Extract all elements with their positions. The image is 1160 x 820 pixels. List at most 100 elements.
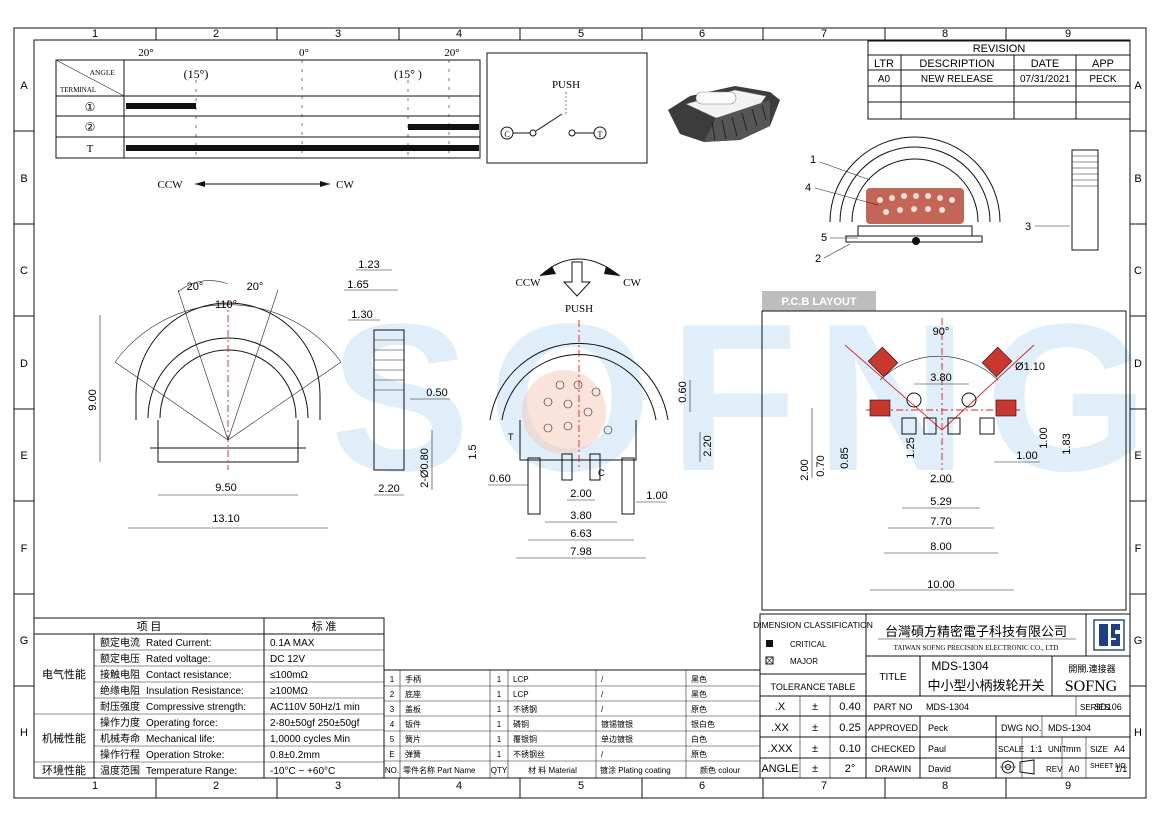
spec-value: ≥100MΩ (270, 686, 309, 697)
part-no-label: PART NO (873, 702, 912, 712)
part-material: 磷铜 (513, 719, 529, 729)
push-cw: CW (623, 277, 641, 289)
part-name: 盖板 (405, 704, 421, 714)
front-inner-width: 9.50 (215, 482, 236, 494)
pcb-dim-1-00: 1.00 (1016, 450, 1037, 462)
part-plating: / (601, 705, 604, 714)
row-g: G (20, 635, 29, 647)
push-dim-1-00: 1.00 (646, 490, 667, 502)
part-material: 不锈钢丝 (513, 749, 545, 759)
spec-header-standard: 标 准 (312, 619, 337, 633)
spec-group-environment: 环境性能 (42, 763, 86, 777)
part-colour: 白色 (691, 734, 707, 744)
dwg-label: DWG NO. (1001, 723, 1042, 733)
col-9-bottom: 9 (1065, 780, 1071, 792)
tol-x: .X (775, 701, 786, 713)
push-term-t: T (508, 432, 514, 442)
callout-5: 5 (821, 232, 827, 244)
col-9: 9 (1065, 28, 1071, 40)
parts-footer-qty: QTY (491, 766, 508, 775)
spec-group-electrical: 电气性能 (42, 667, 86, 681)
pcb-hole: Ø1.10 (1015, 361, 1045, 373)
side-dim-1-65: 1.65 (347, 279, 368, 291)
tol-pm: ± (812, 743, 818, 755)
spec-cn: 操作行程 (100, 748, 140, 761)
parts-footer-name: 零件名称 Part Name (403, 765, 476, 775)
sheet-value: 1/1 (1115, 764, 1128, 774)
approved-name: Peck (928, 723, 949, 733)
scale-value: 1:1 (1030, 744, 1043, 754)
push-view: CCW CW PUSH C T 0.60 2.20 1.5 0.60 2.00 … (467, 258, 714, 559)
tol-pm: ± (812, 722, 818, 734)
part-colour: 原色 (691, 704, 707, 714)
direction-ccw: CCW (157, 179, 183, 191)
front-total-width: 13.10 (212, 513, 240, 525)
part-plating: / (601, 690, 604, 699)
model-number: MDS-1304 (931, 659, 989, 673)
row-f: F (21, 543, 28, 555)
pcb-dim-0-70: 0.70 (815, 455, 827, 476)
col-3-bottom: 3 (335, 780, 341, 792)
col-5-bottom: 5 (578, 780, 584, 792)
spec-en: Rated voltage: (146, 654, 211, 665)
front-angle-right: 20° (247, 281, 264, 293)
push-dim-0-60-v: 0.60 (677, 381, 689, 402)
series-label: SERIES (1080, 703, 1109, 712)
col-2-bottom: 2 (213, 780, 219, 792)
parts-footer-no: NO. (385, 766, 399, 775)
part-colour: 黑色 (691, 689, 707, 699)
revision-header-ltr: LTR (874, 58, 894, 70)
company-name-en: TAIWAN SOFNG PRECISION ELECTRONIC CO., L… (894, 644, 1059, 652)
product-name-cn: 中小型小柄拨轮开关 (927, 678, 1044, 693)
col-4: 4 (456, 28, 462, 40)
row-a-right: A (1134, 80, 1142, 92)
parts-footer-material: 材 料 Material (528, 765, 577, 775)
row-c: C (20, 265, 28, 277)
revision-title: REVISION (973, 43, 1026, 55)
part-no: E (389, 750, 394, 759)
push-dim-2-00: 2.00 (570, 488, 591, 500)
spec-en: Operation Stroke: (146, 750, 224, 761)
major-symbol (765, 656, 774, 665)
side-dim-0-50: 0.50 (426, 387, 447, 399)
part-qty: 1 (497, 750, 502, 759)
push-label: PUSH (565, 303, 593, 315)
callout-2: 2 (815, 253, 821, 265)
direction-cw: CW (336, 179, 354, 191)
schematic-term-t: T (598, 130, 603, 139)
tol-angle-val: 2° (845, 763, 856, 775)
column-numbers-bottom: 1 2 3 4 5 6 7 8 9 (92, 780, 1071, 792)
angle-chart: ANGLE TERMINAL 20° 0° 20° (15°) (15° ) ①… (55, 47, 481, 191)
front-angle-total: 110° (215, 299, 237, 311)
spec-cn: 耐压强度 (100, 700, 140, 713)
col-6: 6 (699, 28, 705, 40)
drawn-name: David (928, 764, 951, 774)
side-view: 1.23 1.65 1.30 0.50 2-Ø0.80 2.20 (344, 259, 450, 496)
push-dim-1-5: 1.5 (467, 444, 479, 459)
col-7: 7 (821, 28, 827, 40)
side-dim-1-30: 1.30 (351, 309, 372, 321)
front-height: 9.00 (87, 389, 99, 410)
spec-table: 项 目 标 准 电气性能 机械性能 环境性能 额定电流 Rated Curren… (33, 617, 385, 779)
terminal-t-bar (126, 145, 479, 151)
company-name-cn: 台灣碩方精密電子科技有限公司 (885, 624, 1067, 639)
row-e: E (20, 450, 27, 462)
part-colour: 黑色 (691, 674, 707, 684)
pcb-dim-5-29: 5.29 (930, 496, 951, 508)
callout-1: 1 (810, 154, 816, 166)
col-5: 5 (578, 28, 584, 40)
spec-cn: 操作力度 (100, 716, 140, 729)
revision-header-app: APP (1092, 58, 1114, 70)
row-e-right: E (1134, 450, 1141, 462)
tol-xxx-val: 0.10 (839, 743, 860, 755)
revision-app: PECK (1089, 74, 1117, 85)
tol-xx: .XX (771, 722, 789, 734)
part-material: LCP (513, 675, 529, 684)
critical-label: CRITICAL (790, 640, 827, 649)
parts-footer-colour: 颜色 colour (700, 765, 740, 775)
callout-3: 3 (1025, 221, 1031, 233)
spec-group-mechanical: 机械性能 (42, 731, 86, 745)
pcb-dim-7-70: 7.70 (930, 516, 951, 528)
spec-value: AC110V 50Hz/1 min (270, 702, 360, 713)
drawn-label: DRAWIN (875, 764, 911, 774)
